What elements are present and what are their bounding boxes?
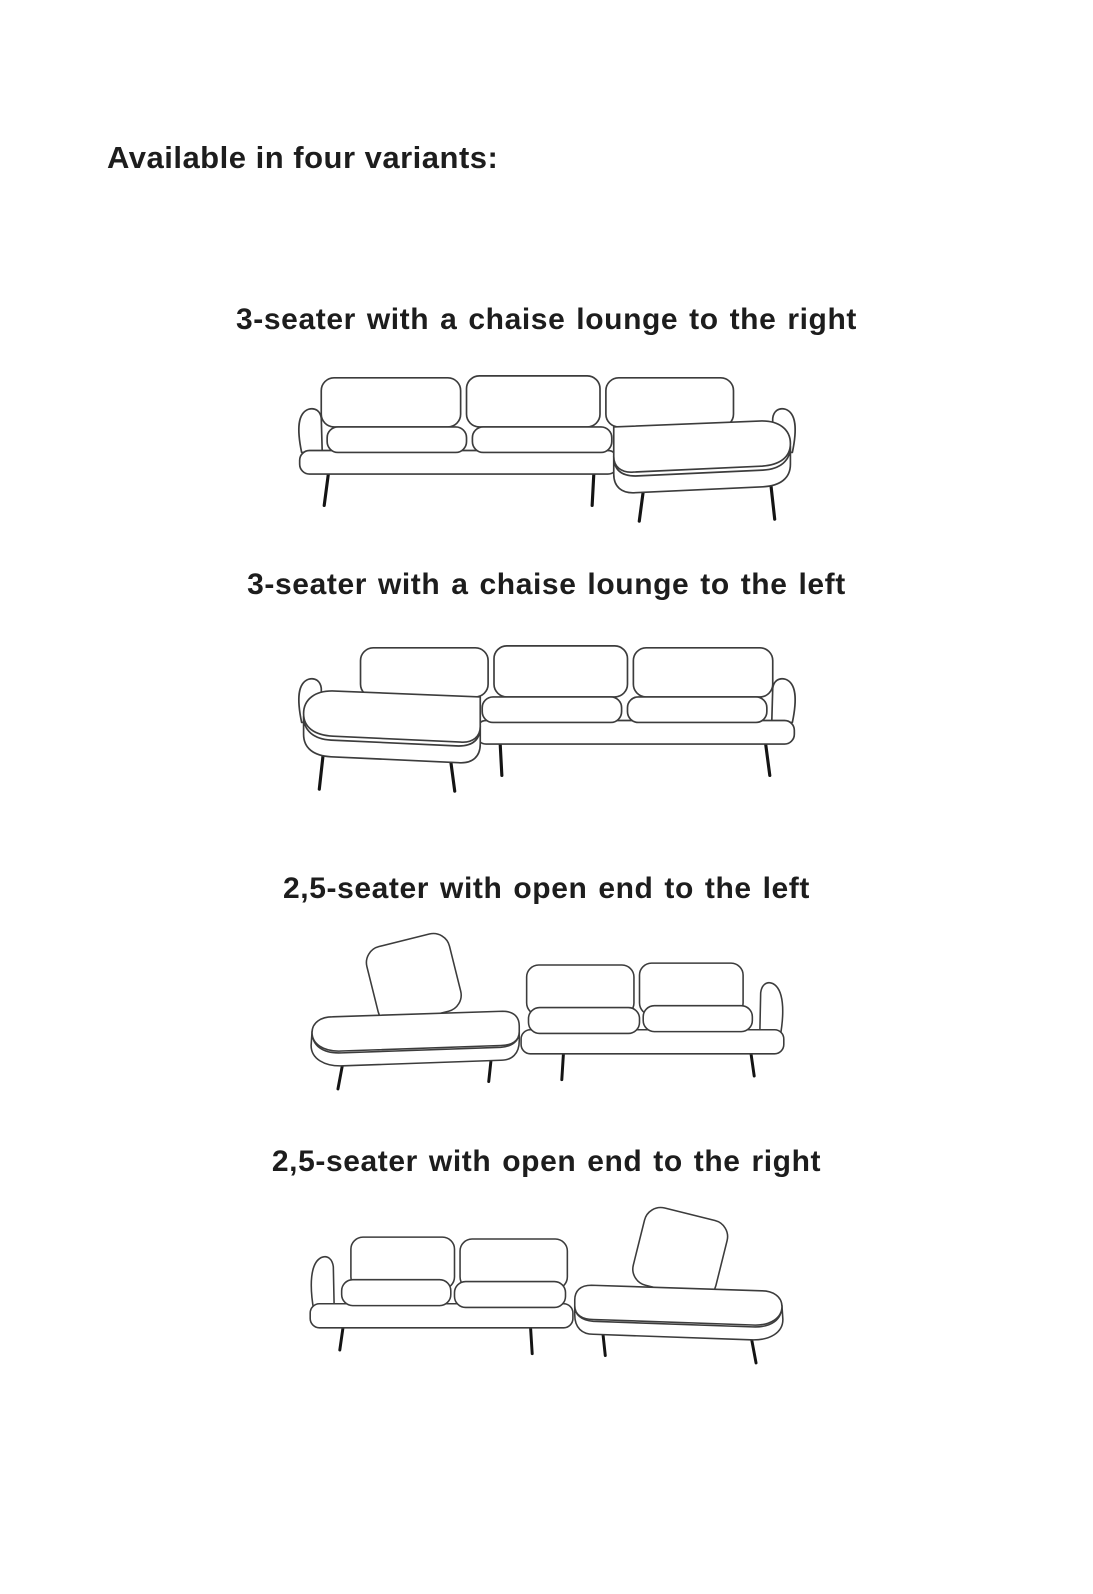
sofa-3-seater-chaise-right-illustration — [296, 374, 797, 523]
sofa-25-seater-open-end-left-illustration — [309, 928, 785, 1091]
variant-heading-open-end-left: 2,5-seater with open end to the left — [282, 872, 810, 905]
sofa-25-seater-open-end-right-illustration — [308, 1202, 784, 1365]
variant-heading-chaise-left: 3-seater with a chaise lounge to the lef… — [247, 568, 846, 601]
variant-heading-chaise-right: 3-seater with a chaise lounge to the rig… — [236, 303, 857, 336]
page-title: Available in four variants: — [107, 140, 499, 175]
sofa-3-seater-chaise-left-illustration — [296, 644, 797, 793]
variant-heading-open-end-right: 2,5-seater with open end to the right — [271, 1145, 822, 1178]
